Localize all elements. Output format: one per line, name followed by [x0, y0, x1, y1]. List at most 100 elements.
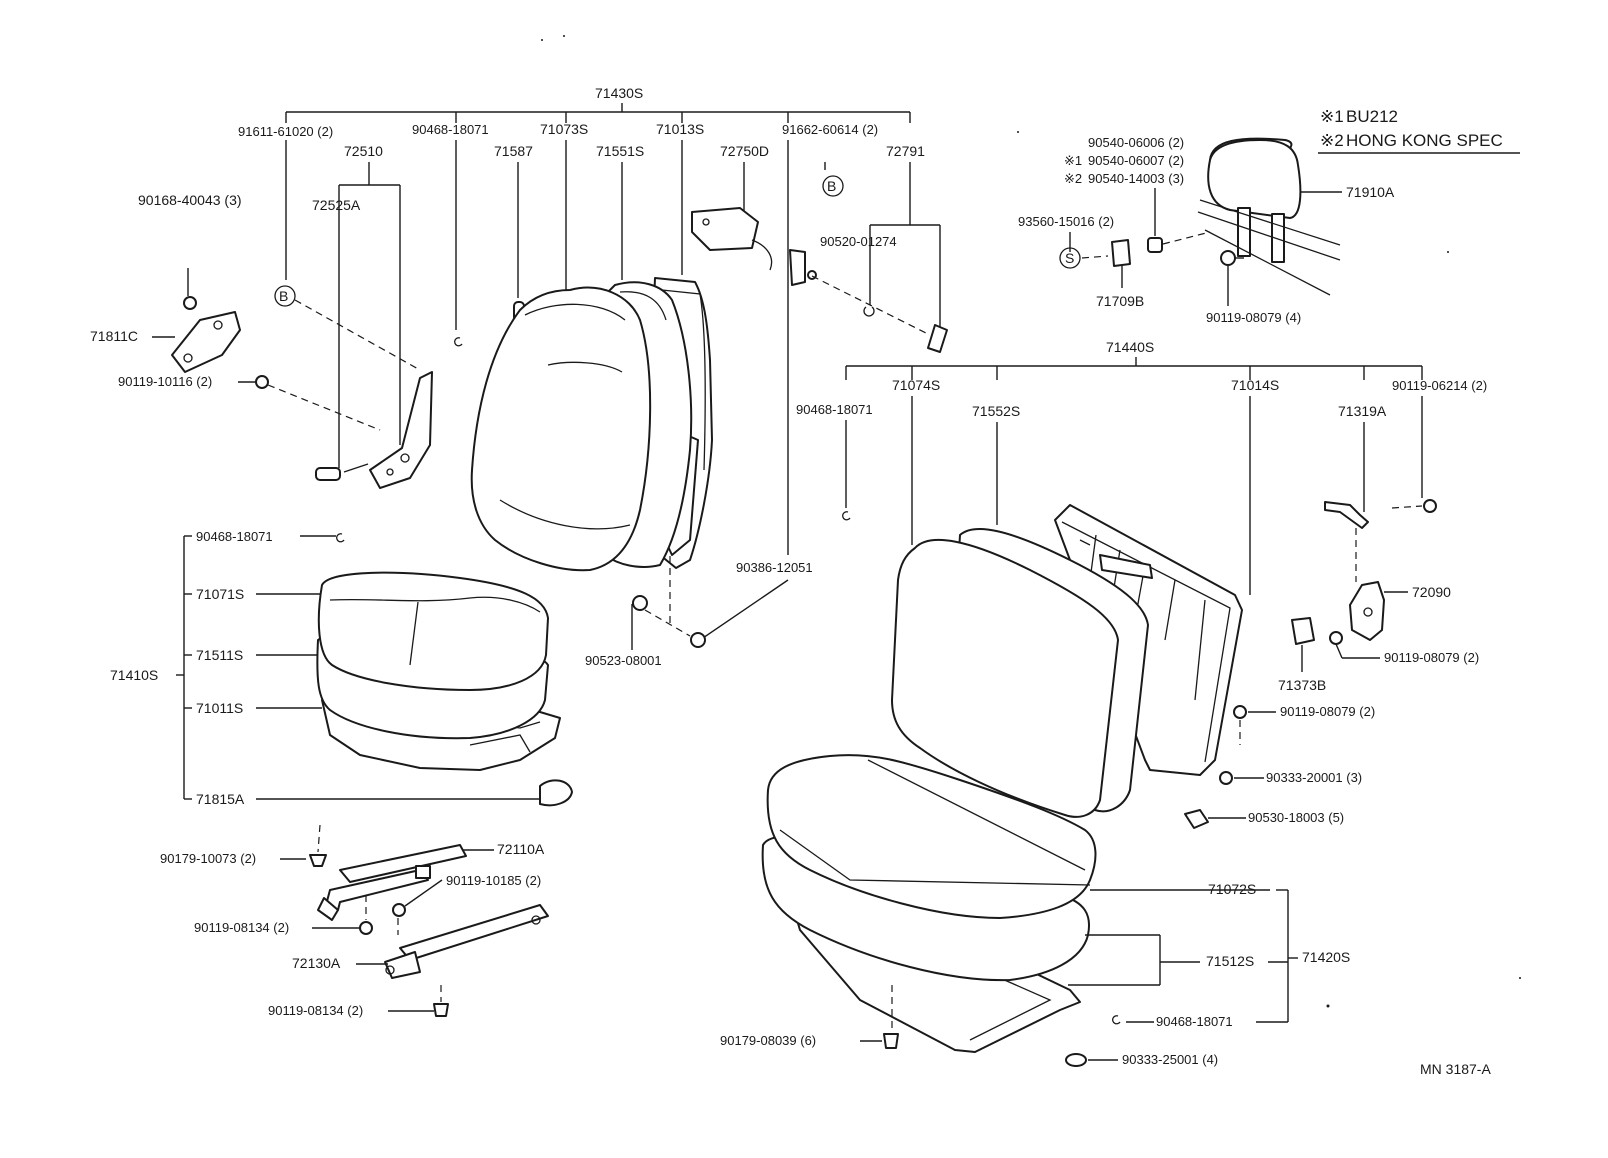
- label-90179-08039: 90179-08039 (6): [720, 1033, 816, 1048]
- seat-track-72110A: [317, 844, 467, 921]
- label-90468-18071-cushion: 90468-18071: [196, 529, 273, 544]
- label-71073S: 71073S: [540, 121, 588, 137]
- label-90119-08079-4: 90119-08079 (4): [1206, 310, 1301, 325]
- bushing-90540: [1147, 237, 1163, 253]
- label-90468-18071-bench-cushion: 90468-18071: [1156, 1014, 1233, 1029]
- group-71410S-callouts: 71410S 90468-18071 71071S 71511S 71011S …: [110, 529, 540, 807]
- recliner-72510: [267, 299, 433, 489]
- legend-mark-1: ※1: [1320, 107, 1344, 126]
- label-71709B: 71709B: [1096, 293, 1144, 309]
- legend-mark-2: ※2: [1320, 131, 1344, 150]
- label-93560-15016: 93560-15016 (2): [1018, 214, 1114, 229]
- headrest-71910A: [1197, 137, 1341, 296]
- label-71551S: 71551S: [596, 143, 644, 159]
- label-72750D: 72750D: [720, 143, 769, 159]
- label-90540-06007: 90540-06007 (2): [1088, 153, 1184, 168]
- legend-text-2: HONG KONG SPEC: [1346, 131, 1503, 150]
- cover-71815A: [539, 779, 573, 807]
- label-71071S: 71071S: [196, 586, 244, 602]
- label-71552S: 71552S: [972, 403, 1020, 419]
- front-cushion-71071S-cover: [317, 571, 549, 691]
- label-71430S: 71430S: [595, 85, 643, 101]
- label-72110A: 72110A: [497, 841, 545, 857]
- label-71011S: 71011S: [196, 700, 243, 716]
- label-90119-10116: 90119-10116 (2): [118, 374, 212, 389]
- label-71319A: 71319A: [1338, 403, 1387, 419]
- label-90119-10185: 90119-10185 (2): [446, 873, 541, 888]
- clip-90520-01274: [863, 306, 875, 317]
- bolt-90386-12051: [690, 632, 706, 648]
- label-90523-08001: 90523-08001: [585, 653, 662, 668]
- bolt-90119-08134-a: [359, 921, 373, 935]
- clip-90468-18071-top: [454, 337, 463, 347]
- label-90119-08079-2b: 90119-08079 (2): [1280, 704, 1375, 719]
- label-90540-14003: 90540-14003 (3): [1088, 171, 1184, 186]
- nut-90179-08039: [883, 1033, 899, 1049]
- label-90468-18071-bench: 90468-18071: [796, 402, 873, 417]
- group-71440S-callouts: 71440S 71074S 71014S 90119-06214 (2) 904…: [796, 339, 1487, 595]
- label-71440S: 71440S: [1106, 339, 1154, 355]
- label-90520-01274: 90520-01274: [820, 234, 897, 249]
- headrest-guide-callouts: 90540-06006 (2) ※1 90540-06007 (2) ※2 90…: [1018, 135, 1211, 309]
- label-71512S: 71512S: [1206, 953, 1254, 969]
- cover-71373B: [1291, 617, 1315, 645]
- label-72791: 72791: [886, 143, 925, 159]
- label-71373B: 71373B: [1278, 677, 1326, 693]
- label-71014S: 71014S: [1231, 377, 1279, 393]
- legend: ※1 BU212 ※2 HONG KONG SPEC: [1318, 107, 1520, 154]
- hinge-bracket-71811C: [171, 296, 269, 389]
- marker-b-right: B: [822, 175, 844, 197]
- label-90386-12051: 90386-12051: [736, 560, 813, 575]
- label-90333-25001: 90333-25001 (4): [1122, 1052, 1218, 1067]
- label-72130A: 72130A: [292, 955, 341, 971]
- label-90119-08134-b: 90119-08134 (2): [268, 1003, 363, 1018]
- label-90540-06006: 90540-06006 (2): [1088, 135, 1184, 150]
- knob-72791: [927, 324, 948, 353]
- label-90530-18003: 90530-18003 (5): [1248, 810, 1344, 825]
- bolt-90119-08079-72090: [1329, 631, 1343, 645]
- grommet-90333-25001: [1065, 1053, 1087, 1067]
- label-71013S: 71013S: [656, 121, 704, 137]
- label-71511S: 71511S: [196, 647, 243, 663]
- label-90540-14003-mark: ※2: [1064, 171, 1082, 186]
- label-90119-08079-2a: 90119-08079 (2): [1384, 650, 1479, 665]
- label-71410S: 71410S: [110, 667, 158, 683]
- label-90119-08134-a: 90119-08134 (2): [194, 920, 289, 935]
- label-71811C: 71811C: [90, 328, 138, 344]
- label-71072S: 71072S: [1208, 881, 1256, 897]
- lock-72750D: [691, 207, 931, 336]
- label-90333-20001: 90333-20001 (3): [1266, 770, 1362, 785]
- bolt-90119-08079-bench: [1233, 705, 1247, 719]
- latch-71319A: [1324, 499, 1437, 582]
- bench-seatback-71014S-frame: [1054, 504, 1243, 776]
- marker-b-left: B: [274, 285, 296, 307]
- legend-text-1: BU212: [1346, 107, 1398, 126]
- bolt-90119-10185: [392, 903, 406, 917]
- bench-seatback-71074S-cover: [891, 538, 1119, 818]
- label-72525A: 72525A: [312, 197, 361, 213]
- label-72090: 72090: [1412, 584, 1451, 600]
- nut-90179-10073: [309, 854, 327, 867]
- label-90540-06007-mark: ※1: [1064, 153, 1082, 168]
- bracket-72090: [1349, 581, 1385, 641]
- marker-s: [1059, 247, 1081, 269]
- bolt-90119-08134-b: [433, 1003, 449, 1017]
- svg-text:B: B: [827, 178, 836, 194]
- label-90468-18071-top: 90468-18071: [412, 122, 489, 137]
- label-71815A: 71815A: [196, 791, 245, 807]
- label-71420S: 71420S: [1302, 949, 1350, 965]
- front-seatback-71073S-cover: [470, 286, 652, 572]
- label-90119-06214: 90119-06214 (2): [1392, 378, 1487, 393]
- group-71420S-callouts: 71072S 71420S 71512S 90468-18071: [1068, 881, 1350, 1029]
- guide-71709B: [1111, 239, 1131, 267]
- bench-cushion-71072S-cover: [766, 754, 1097, 919]
- label-72510: 72510: [344, 143, 383, 159]
- seat-track-72130A: [384, 904, 549, 979]
- label-91611-61020: 91611-61020 (2): [238, 124, 333, 139]
- label-90179-10073: 90179-10073 (2): [160, 851, 256, 866]
- diagram-reference-code: MN 3187-A: [1420, 1061, 1491, 1077]
- label-71587: 71587: [494, 143, 533, 159]
- nut-90523-08001: [632, 595, 648, 611]
- group-71430S-callouts: 71430S 91611-61020 (2) 90468-18071 71073…: [238, 85, 941, 555]
